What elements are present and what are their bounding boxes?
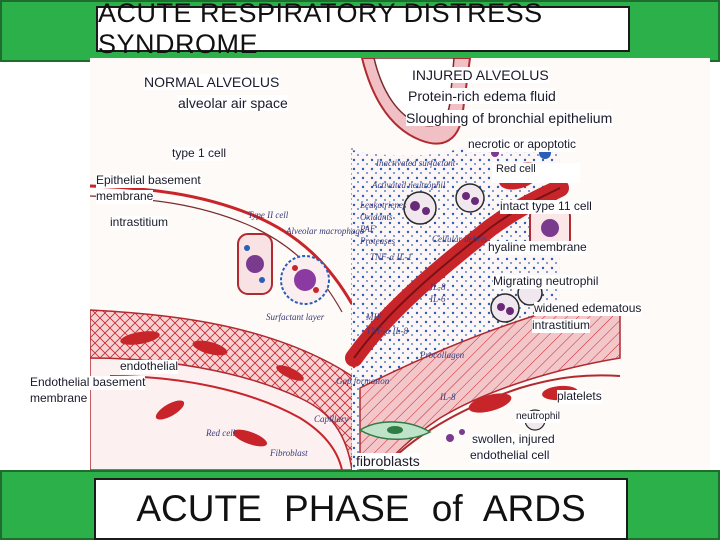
label-alveolar-air-space: alveolar air space <box>178 95 288 112</box>
label-protein-rich: Protein-rich edema fluid <box>408 88 556 105</box>
footer-caption: ACUTE PHASE of ARDS <box>94 478 628 540</box>
label-injured-alveolus: INJURED ALVEOLUS <box>412 67 549 84</box>
label-intact-type2: intact type 11 cell <box>500 199 592 214</box>
hw-oxidants: Oxidants <box>360 212 393 222</box>
label-epithelial-basement-2: membrane <box>96 189 154 204</box>
hw-paf: PAF <box>359 224 376 234</box>
page-title: ACUTE RESPIRATORY DISTRESS SYNDROME <box>96 0 630 59</box>
label-necrotic: necrotic or apoptotic <box>468 137 577 152</box>
hw-mif: MIF <box>365 312 382 322</box>
label-platelets: platelets <box>557 389 602 404</box>
label-endothelial: endothelial <box>120 359 179 374</box>
label-sloughing: Sloughing of bronchial epithelium <box>406 110 613 127</box>
hw-cellular-debris: Cellular debris <box>432 234 487 244</box>
hw-alveolar-macrophage: Alveolar macrophage <box>285 226 364 236</box>
label-widened-1: widened edematous <box>534 301 642 316</box>
hw-capillary: Capillary <box>314 414 349 424</box>
label-neutrophil: neutrophil <box>516 411 560 423</box>
hw-il8-low: IL-8 <box>439 392 456 402</box>
label-normal-alveolus: NORMAL ALVEOLUS <box>144 74 280 91</box>
hw-procollagen: Procollagen <box>419 350 465 360</box>
hw-inactivated-surfactant: Inactivated surfactant <box>375 158 456 168</box>
type-ii-cell-left <box>237 233 273 295</box>
hw-leukotrienes: Leukotrienes <box>359 200 407 210</box>
label-migrating-neutrophil: Migrating neutrophil <box>493 274 599 289</box>
hw-proteases: Proteases <box>359 236 396 246</box>
label-type1-cell: type 1 cell <box>172 146 227 161</box>
activated-neutrophils <box>403 183 543 323</box>
label-hyaline: hyaline membrane <box>488 240 587 255</box>
hw-gap-formation: Gap formation <box>336 376 390 386</box>
hw-surfactant-layer: Surfactant layer <box>266 312 325 322</box>
label-endothelial-basement-2: membrane <box>30 391 88 406</box>
label-endothelial-basement-1: Endothelial basement <box>30 375 146 390</box>
hw-il8: IL-8 <box>429 282 446 292</box>
hw-red-cell-left: Red cell <box>205 428 236 438</box>
label-red-cell-right: Red cell <box>492 163 580 183</box>
hw-fibroblast: Fibroblast <box>269 448 308 458</box>
hw-il6: IL-6 <box>429 294 446 304</box>
hw-tnfa-il1: TNF-α IL-1 <box>370 252 412 262</box>
alveolar-macrophage <box>280 255 330 305</box>
label-intrastitium: intrastitium <box>110 215 169 230</box>
label-epithelial-basement-1: Epithelial basement <box>96 173 201 188</box>
hw-activated-neutrophil: Activated neutrophil <box>371 180 446 190</box>
label-swollen-1: swollen, injured <box>472 432 555 447</box>
label-fibroblasts: fibroblasts <box>356 453 420 470</box>
ards-illustration: Inactivated surfactant Activated neutrop… <box>90 58 710 470</box>
label-widened-2: intrastitium <box>532 318 591 333</box>
hw-type2-cell: Type II cell <box>248 210 289 220</box>
hw-tnfa-il8: TNF-α IL-8 <box>366 326 408 336</box>
label-swollen-2: endothelial cell <box>470 448 550 463</box>
